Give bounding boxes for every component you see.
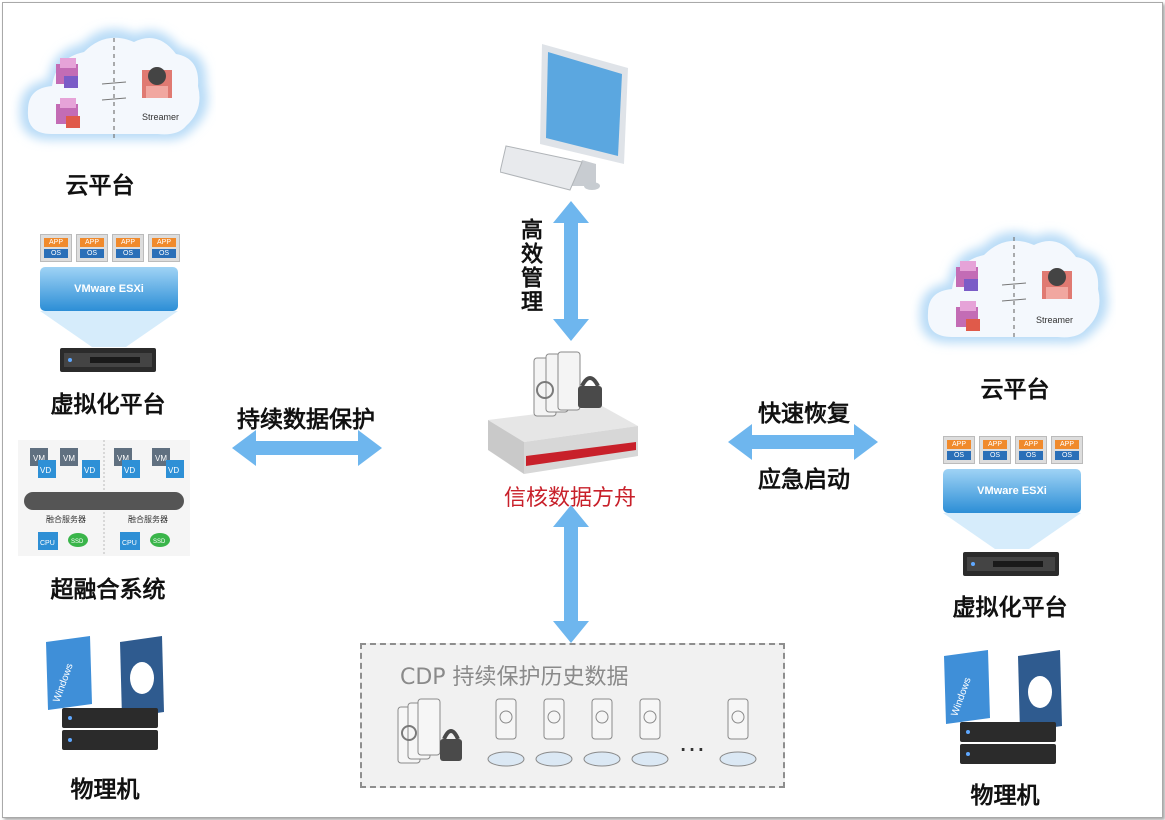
right-esxi-beam <box>943 513 1081 553</box>
cdp-history-box: CDP 持续保护历史数据 … <box>360 643 785 788</box>
svg-text:融合服务器: 融合服务器 <box>128 514 168 524</box>
right-esxi-bar: VMware ESXi <box>943 469 1081 513</box>
svg-text:VM: VM <box>155 454 167 463</box>
left-esxi-bar: VMware ESXi <box>40 267 178 311</box>
left-virt-server-icon <box>60 348 156 374</box>
left-double-arrow <box>232 430 382 466</box>
left-physical-label: 物理机 <box>70 777 140 803</box>
svg-text:VD: VD <box>40 466 51 475</box>
cdp-ellipsis: … <box>678 726 706 757</box>
svg-text:SSD: SSD <box>71 539 84 545</box>
cdp-title: CDP 持续保护历史数据 <box>400 665 629 690</box>
svg-text:融合服务器: 融合服务器 <box>46 514 86 524</box>
right-cloud-streamer-text: Streamer <box>1036 315 1073 325</box>
right-arrow-top-label: 快速恢复 <box>758 401 850 427</box>
right-cloud: Streamer <box>910 215 1116 360</box>
right-double-arrow <box>728 424 878 460</box>
right-arrow-bottom-label: 应急启动 <box>758 467 850 493</box>
top-arrow-label: 高效管理 <box>517 218 542 314</box>
svg-text:VM: VM <box>33 454 45 463</box>
management-computer-icon <box>499 40 640 196</box>
bottom-double-arrow <box>553 505 589 643</box>
left-arrow-label: 持续数据保护 <box>237 407 375 433</box>
left-cloud-label: 云平台 <box>65 173 135 199</box>
svg-text:VD: VD <box>84 466 95 475</box>
svg-text:VD: VD <box>168 466 179 475</box>
left-hci-label: 超融合系统 <box>50 577 166 603</box>
left-physical-icon: Windows <box>40 636 170 752</box>
right-physical-icon: Windows <box>938 650 1068 766</box>
cdp-snapshots-icon: … <box>397 698 757 767</box>
right-physical-label: 物理机 <box>970 783 1040 809</box>
svg-text:VD: VD <box>124 466 135 475</box>
svg-text:CPU: CPU <box>40 540 55 547</box>
left-cloud: Streamer <box>10 12 216 157</box>
left-virt-label: 虚拟化平台 <box>50 392 166 418</box>
svg-text:SSD: SSD <box>153 539 166 545</box>
left-hci-icon: VM VM VM VM VD VD VD VD 融合服务器 融合服务器 CPU … <box>18 440 190 556</box>
left-cloud-streamer-text: Streamer <box>142 112 179 122</box>
svg-text:CPU: CPU <box>122 540 137 547</box>
right-cloud-label: 云平台 <box>980 377 1050 403</box>
top-double-arrow <box>553 201 589 341</box>
left-esxi-beam <box>40 311 178 351</box>
svg-text:VM: VM <box>117 454 129 463</box>
right-virt-label: 虚拟化平台 <box>952 595 1068 621</box>
right-virt-server-icon <box>963 552 1059 578</box>
appliance-icon <box>480 350 640 476</box>
svg-text:VM: VM <box>63 454 75 463</box>
